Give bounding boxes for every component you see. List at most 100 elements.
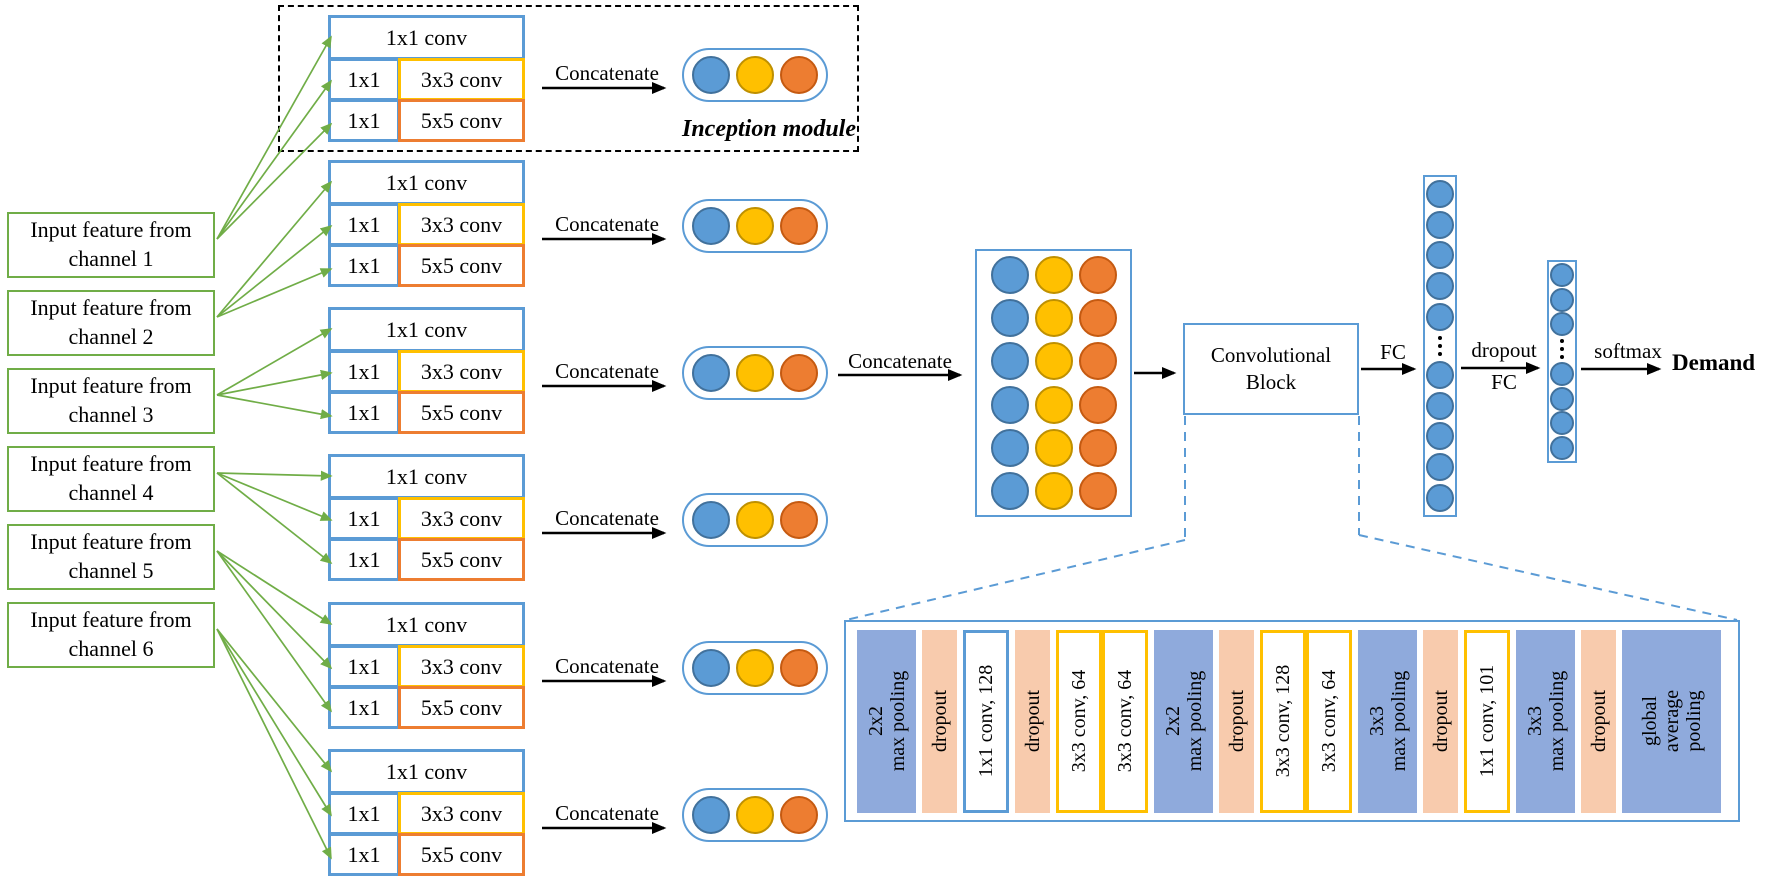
layer-bar-label-line: max pooling	[1387, 670, 1410, 772]
cluster-circle	[780, 56, 818, 94]
layer-bar-conv_yellow: 1x1 conv, 101	[1464, 629, 1510, 813]
fc-neuron-circle	[1426, 422, 1454, 451]
input-feature-label: Input feature from channel 2	[30, 295, 192, 349]
conv-branch-label: 3x3 conv	[420, 211, 503, 237]
grid-row	[990, 471, 1117, 510]
layer-bar-label-line: dropout	[1225, 689, 1248, 753]
layer-bar-dropout: dropout	[1219, 629, 1254, 813]
layer-bar-label-line: 1x1 conv, 128	[975, 664, 997, 778]
input-feature-box: Input feature from channel 1	[7, 212, 215, 278]
layer-bar-label-line: 3x3	[1365, 706, 1388, 736]
fc-neuron-circle	[1550, 287, 1574, 312]
fc-neuron-circle	[1426, 210, 1454, 239]
conv-5x5-box: 5x5 conv	[398, 686, 525, 729]
grid-circle	[1078, 342, 1117, 381]
softmax-label: softmax	[1594, 339, 1662, 363]
layer-bar-label: 3x3 conv, 64	[1068, 630, 1090, 813]
grid-circle	[1078, 428, 1117, 467]
reduce-1x1-label: 1x1	[347, 505, 381, 531]
conv-branch-label: 5x5 conv	[420, 546, 503, 572]
cluster-circle	[736, 649, 774, 687]
input-feature-box: Input feature from channel 4	[7, 446, 215, 512]
grid-row	[990, 299, 1117, 338]
layer-bar-conv_blue: 1x1 conv, 128	[963, 629, 1009, 813]
grid-row	[990, 256, 1117, 295]
layer-bar-label-line: max pooling	[1183, 670, 1206, 772]
feature-cluster-pill	[682, 493, 828, 547]
reduce-1x1-label: 1x1	[347, 358, 381, 384]
reduce-1x1-label: 1x1	[347, 653, 381, 679]
conv-branch-label: 5x5 conv	[420, 107, 503, 133]
feature-cluster-pill	[682, 48, 828, 102]
reduce-1x1-box: 1x1	[328, 350, 400, 393]
conv-1x1-box: 1x1 conv	[328, 602, 525, 647]
conv-branch-label: 3x3 conv	[420, 800, 503, 826]
inception-branch-row: 1x1 5x5 conv	[328, 833, 525, 876]
cluster-circle	[736, 501, 774, 539]
cluster-circle	[692, 649, 730, 687]
reduce-1x1-box: 1x1	[328, 244, 400, 287]
cluster-circle	[780, 649, 818, 687]
grid-circle	[1034, 385, 1073, 424]
ellipsis-dot	[1438, 335, 1442, 340]
fc-neuron-circle	[1426, 303, 1454, 332]
cluster-circle	[780, 501, 818, 539]
reduce-1x1-box: 1x1	[328, 391, 400, 434]
conv-branch-label: 5x5 conv	[420, 252, 503, 278]
layer-bar-label-line: 2x2	[1161, 706, 1184, 736]
layer-bar-label-line: 3x3 conv, 64	[1114, 669, 1136, 773]
grid-circle	[990, 385, 1029, 424]
reduce-1x1-label: 1x1	[347, 399, 381, 425]
cluster-circle	[692, 207, 730, 245]
input-feature-box: Input feature from channel 2	[7, 290, 215, 356]
layer-bar-conv_yellow: 3x3 conv, 128	[1260, 629, 1306, 813]
layer-bar-label-line: global	[1638, 696, 1661, 746]
reduce-1x1-label: 1x1	[347, 66, 381, 92]
reduce-1x1-box: 1x1	[328, 497, 400, 540]
concatenate-label: Concatenate	[555, 359, 659, 383]
input-to-module-arrows	[216, 35, 333, 860]
ellipsis-dot	[1560, 347, 1564, 352]
cluster-circle	[736, 207, 774, 245]
input-feature-label: Input feature from channel 6	[30, 607, 192, 661]
input-feature-label: Input feature from channel 4	[30, 451, 192, 505]
layer-bar-conv_yellow: 3x3 conv, 64	[1056, 629, 1102, 813]
layer-bar-label-line: 3x3	[1523, 706, 1546, 736]
layer-bar-label-line: dropout	[1021, 689, 1044, 753]
concatenate-label: Concatenate	[555, 801, 659, 825]
merge-concatenate-label: Concatenate	[848, 349, 952, 373]
fc-neuron-circle	[1550, 411, 1574, 436]
layer-bar-label: 1x1 conv, 128	[975, 630, 997, 813]
conv-5x5-box: 5x5 conv	[398, 833, 525, 876]
feature-cluster-pill	[682, 788, 828, 842]
conv-branch-label: 5x5 conv	[420, 841, 503, 867]
cluster-circle	[780, 796, 818, 834]
layer-bar-label-line: dropout	[1429, 689, 1452, 753]
conv-branch-label: 5x5 conv	[420, 399, 503, 425]
layer-bar-label: 3x3 conv, 128	[1272, 630, 1294, 813]
inception-module-label: Inception module	[681, 116, 856, 142]
fc-neuron-circle	[1426, 272, 1454, 301]
concatenated-feature-grid	[975, 249, 1132, 517]
reduce-1x1-label: 1x1	[347, 841, 381, 867]
grid-circle	[990, 256, 1029, 295]
fc-neuron-circle	[1426, 453, 1454, 482]
inception-branch-row: 1x1 5x5 conv	[328, 244, 525, 287]
fc-neuron-circle	[1426, 179, 1454, 208]
layer-bar-conv_yellow: 3x3 conv, 64	[1306, 629, 1352, 813]
layer-bar-label: 3x3 conv, 64	[1114, 630, 1136, 813]
conv-1x1-box: 1x1 conv	[328, 454, 525, 499]
layer-bar-label: dropout	[929, 630, 951, 813]
